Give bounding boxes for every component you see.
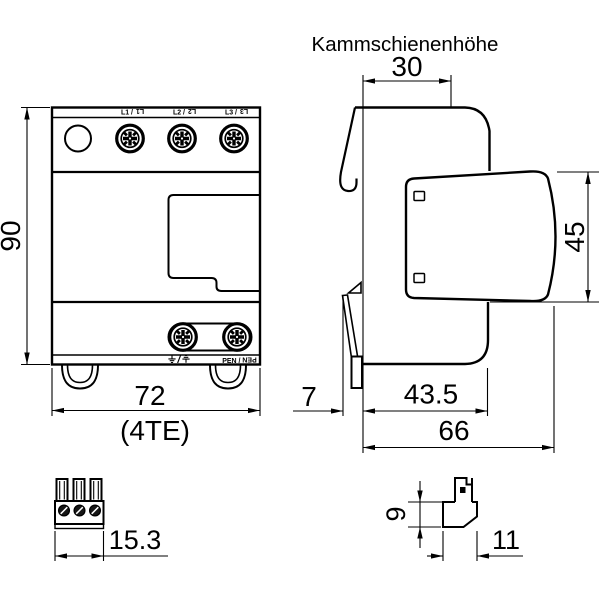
module-side-outline [404,170,557,303]
width-units-note-text: (4TE) [120,415,190,446]
terminal-screw-l3 [219,123,249,154]
total-depth-dimension: 66 [363,306,555,453]
terminal-block-height-text: 9 [381,506,411,521]
clip-depth-dim-text: 7 [301,381,317,412]
total-depth-dim-text: 66 [438,415,469,446]
module-latch-window-top [413,190,426,202]
terminal-block-depth-dimension: 11 [427,525,523,561]
terminal-screw-earth [168,322,198,352]
terminal-labels-top: L1 / L1 L2 / L2 L3 / L3 [121,107,248,116]
label-l2: L2 / [173,110,185,117]
height-dim-text: 90 [0,220,26,251]
terminal-block-side-view: 9 11 [381,477,523,561]
module-height-dim-text: 45 [559,221,590,252]
label-pen-mirrored: PEN [242,355,256,362]
module-latch-window-bottom [413,272,426,284]
body-depth-dim-text: 43.5 [404,379,459,410]
terminal-block-side-prong [454,477,473,502]
device-body-front [50,106,262,366]
terminal-block-width-text: 15.3 [109,525,162,555]
slash-divider [177,355,182,364]
body-depth-dimension: 43.5 [363,368,489,416]
width-dim-text: 72 [134,380,165,411]
front-width-dimension: 72 (4TE) [51,368,261,446]
inspection-window [64,124,92,153]
comb-rail-dim-text: 30 [391,51,422,82]
din-clip-top [339,107,358,193]
side-body-top [355,106,491,171]
side-view: Kammschienenhöhe 30 [293,33,599,453]
clamp-screw-2 [73,504,86,517]
prong-contact [460,487,466,493]
terminal-block-width-dimension: 15.3 [54,525,168,561]
label-l2-mirrored: L2 [188,107,196,114]
din-rail-hooks [61,364,247,390]
clamp-screw-1 [57,504,71,517]
module-front-outline [167,194,260,292]
side-body-bottom [362,302,490,366]
terminal-labels-bottom: PEN / PEN [167,354,257,365]
front-view: 90 L1 / L1 L2 / L2 L3 / L3 [0,106,262,446]
label-l1: L1 / [121,110,133,117]
terminal-screw-l1 [115,123,145,154]
clamp-screw-3 [88,504,102,517]
comb-rail-width-dimension: 30 [362,51,452,453]
front-height-dimension: 90 [0,106,50,366]
terminal-block-base [54,523,105,530]
label-l3-mirrored: L3 [240,107,248,114]
terminal-screw-pen [222,322,252,352]
label-l3: L3 / [225,110,237,117]
din-clip-bottom [341,280,363,389]
label-l1-mirrored: L1 [136,107,144,114]
terminal-screw-l2 [167,123,197,154]
comb-rail-title: Kammschienenhöhe [312,33,499,56]
terminal-block-front-view: 15.3 [54,478,168,561]
module-height-dimension: 45 [490,171,599,303]
clip-depth-dimension: 7 [293,295,344,416]
label-pen: PEN / [222,358,240,365]
terminal-block-height-dimension: 9 [381,481,454,548]
terminal-block-depth-text: 11 [492,525,520,555]
